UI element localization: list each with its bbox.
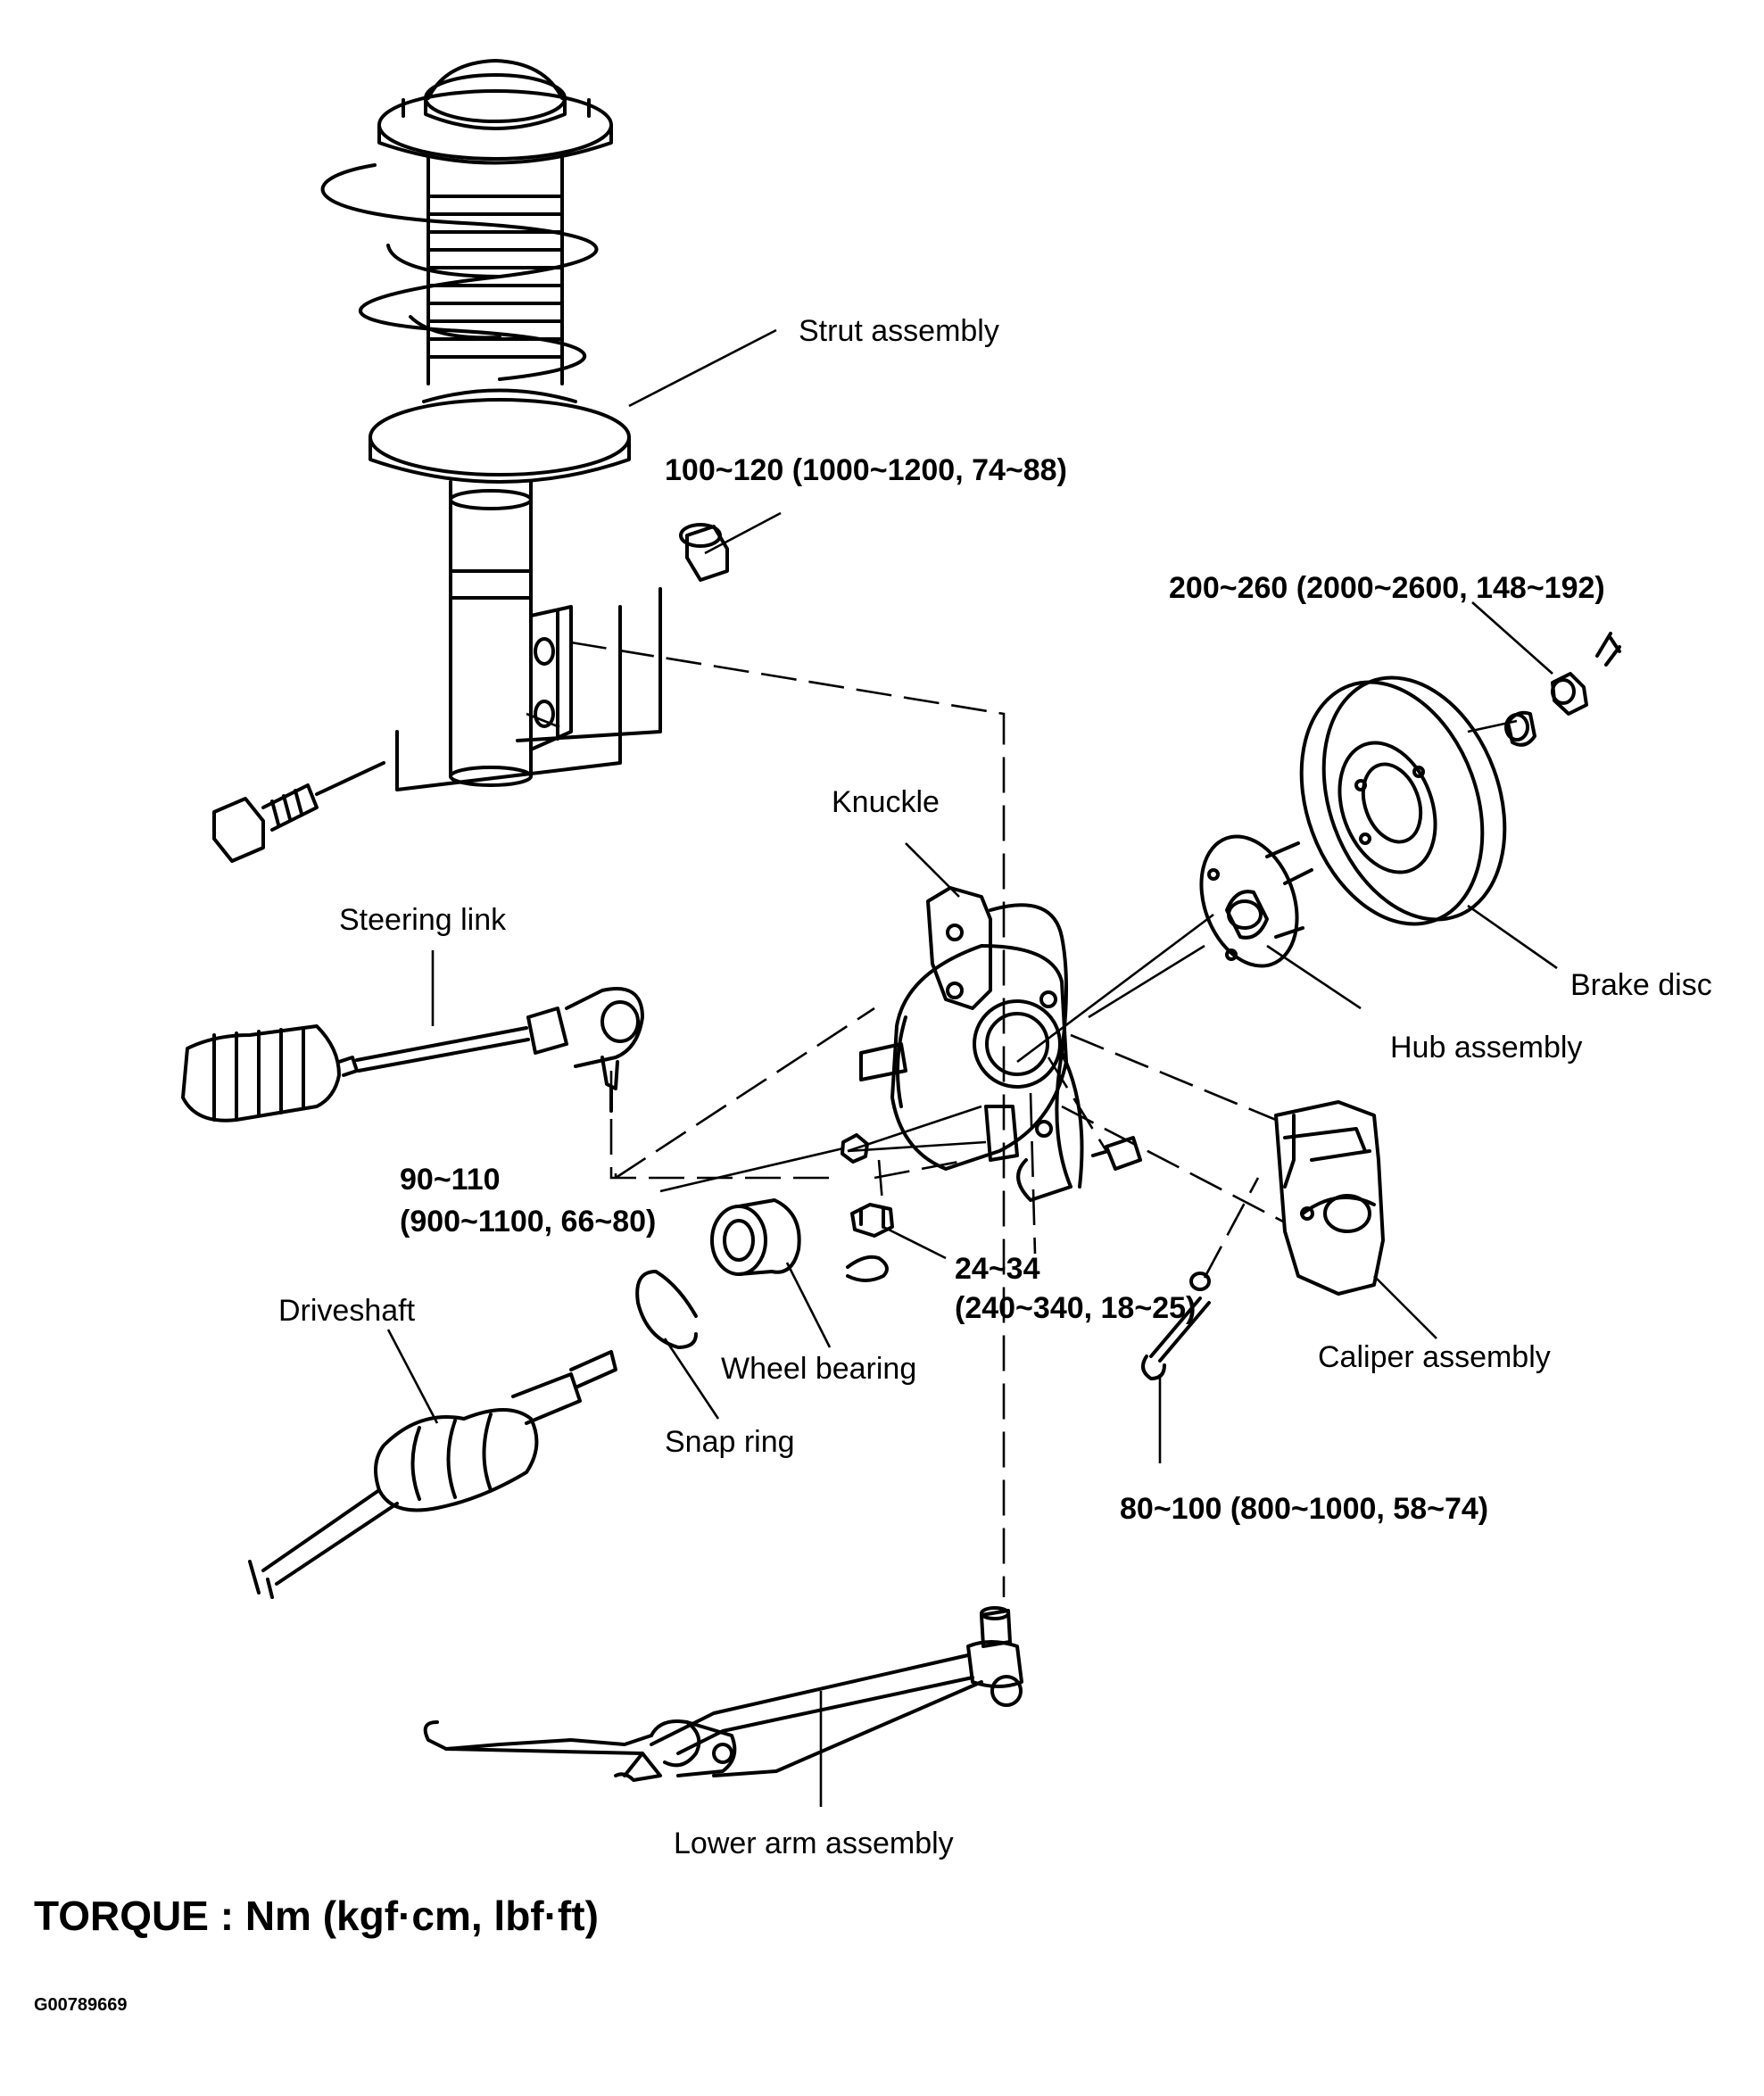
label-hub-assembly: Hub assembly xyxy=(1390,1031,1583,1065)
label-caliper-assembly: Caliper assembly xyxy=(1318,1340,1551,1374)
knuckle-bolt-drawing xyxy=(1091,1136,1142,1171)
torque-hub-nut: 200~260 (2000~2600, 148~192) xyxy=(1169,571,1605,605)
label-knuckle: Knuckle xyxy=(832,785,940,819)
hub-assembly-drawing xyxy=(1199,834,1313,968)
steering-link-drawing xyxy=(181,987,644,1123)
dashed-alignment-lines xyxy=(526,641,1286,1597)
label-strut-assembly: Strut assembly xyxy=(799,314,999,348)
strut-assembly-drawing xyxy=(320,59,631,787)
label-snap-ring: Snap ring xyxy=(665,1425,795,1459)
castle-nut-drawing xyxy=(846,1203,894,1282)
torque-steering-nut-line1: 90~110 xyxy=(400,1163,501,1197)
driveshaft-drawing xyxy=(248,1350,617,1599)
brake-disc-drawing xyxy=(1299,675,1507,926)
torque-ball-joint-nut-line2: (240~340, 18~25) xyxy=(955,1291,1197,1325)
label-wheel-bearing: Wheel bearing xyxy=(721,1352,917,1386)
label-driveshaft: Driveshaft xyxy=(278,1294,416,1328)
caliper-assembly-drawing xyxy=(1274,1100,1385,1296)
torque-ball-joint-nut-line1: 24~34 xyxy=(955,1252,1040,1286)
steering-nut-drawing xyxy=(841,1133,869,1164)
knuckle-drawing xyxy=(859,886,1084,1202)
caliper-bolt-drawing xyxy=(1141,1272,1211,1380)
torque-strut-bolt: 100~120 (1000~1200, 74~88) xyxy=(665,453,1067,487)
label-steering-link: Steering link xyxy=(339,903,507,937)
wheel-bearing-drawing xyxy=(710,1198,801,1276)
label-brake-disc: Brake disc xyxy=(1570,968,1712,1002)
leader-lines xyxy=(386,328,1558,1807)
hub-nut-drawing xyxy=(1504,632,1621,747)
label-lower-arm-assembly: Lower arm assembly xyxy=(674,1827,954,1860)
torque-caliper-bolt: 80~100 (800~1000, 58~74) xyxy=(1120,1492,1489,1526)
torque-units-title: TORQUE : Nm (kgf·cm, lbf·ft) xyxy=(34,1893,599,1939)
torque-steering-nut-line2: (900~1100, 66~80) xyxy=(400,1205,657,1239)
strut-bolt-drawing xyxy=(212,761,385,863)
strut-nut-drawing xyxy=(679,523,729,582)
lower-arm-drawing xyxy=(423,1606,1023,1782)
figure-code: G00789669 xyxy=(34,1995,128,2015)
snap-ring-drawing xyxy=(635,1270,698,1349)
